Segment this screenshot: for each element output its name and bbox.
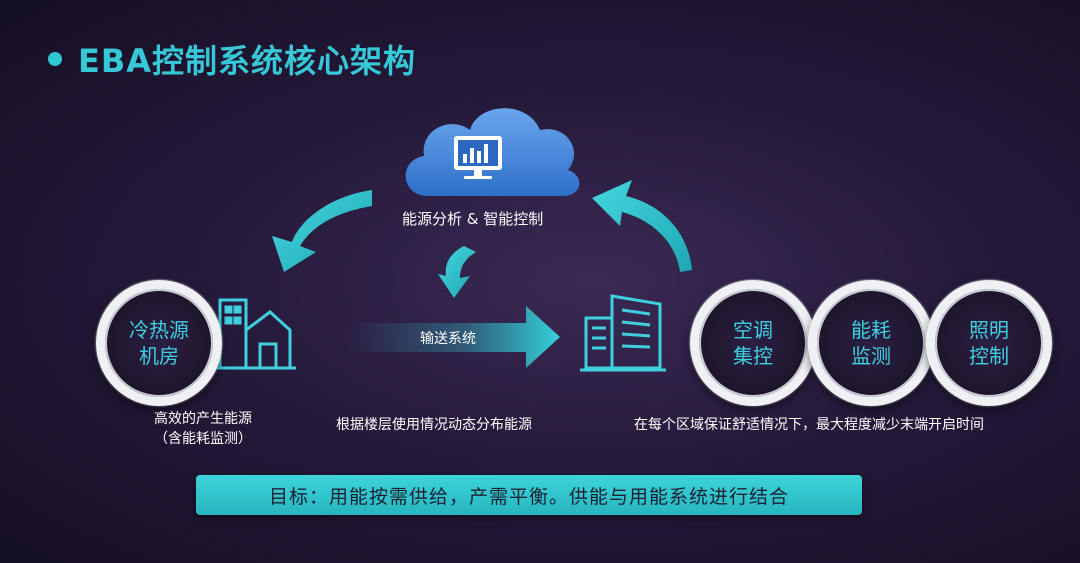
- cloud-monitor-icon: [405, 108, 580, 197]
- office-tower-icon: [580, 294, 666, 372]
- terminal-ring-energy: 能耗 监测: [808, 280, 934, 406]
- goal-bar: 目标：用能按需供给，产需平衡。供能与用能系统进行结合: [196, 475, 862, 515]
- cloud-label: 能源分析 & 智能控制: [402, 210, 544, 228]
- heat-source-ring: 冷热源 机房: [96, 280, 222, 406]
- transport-caption: 根据楼层使用情况动态分布能源: [336, 417, 532, 433]
- bullet-dot: [48, 52, 62, 66]
- transport-arrow: [348, 306, 560, 368]
- terminal-lighting-line2: 控制: [969, 344, 1009, 368]
- building-icon: [214, 298, 296, 370]
- terminal-energy-line2: 监测: [851, 344, 891, 368]
- terminal-energy-line1: 能耗: [851, 318, 891, 342]
- terminal-ac-line1: 空调: [733, 318, 773, 342]
- transport-label: 输送系统: [420, 331, 476, 347]
- curved-arrow-right: [592, 180, 692, 272]
- terminal-ac-text: 空调 集控: [713, 317, 793, 369]
- page-title: EBA控制系统核心架构: [78, 42, 417, 80]
- terminal-ring-lighting: 照明 控制: [926, 280, 1052, 406]
- title-row: EBA控制系统核心架构: [48, 36, 416, 82]
- heat-source-caption: 高效的产生能源 （含能耗监测）: [128, 408, 278, 448]
- curved-arrow-left: [272, 190, 372, 272]
- terminal-energy-text: 能耗 监测: [831, 317, 911, 369]
- terminal-ac-line2: 集控: [733, 344, 773, 368]
- terminal-caption: 在每个区域保证舒适情况下，最大程度减少末端开启时间: [634, 417, 984, 433]
- heat-source-text: 冷热源 机房: [119, 317, 199, 369]
- heat-source-line2: 机房: [139, 344, 179, 368]
- terminal-ring-ac: 空调 集控: [690, 280, 816, 406]
- heat-source-caption-line1: 高效的产生能源: [154, 411, 252, 427]
- heat-source-line1: 冷热源: [129, 318, 189, 342]
- terminal-lighting-line1: 照明: [969, 318, 1009, 342]
- heat-source-caption-line2: （含能耗监测）: [154, 431, 252, 447]
- goal-text: 目标：用能按需供给，产需平衡。供能与用能系统进行结合: [268, 485, 789, 508]
- down-arrow: [438, 246, 476, 298]
- terminal-lighting-text: 照明 控制: [949, 317, 1029, 369]
